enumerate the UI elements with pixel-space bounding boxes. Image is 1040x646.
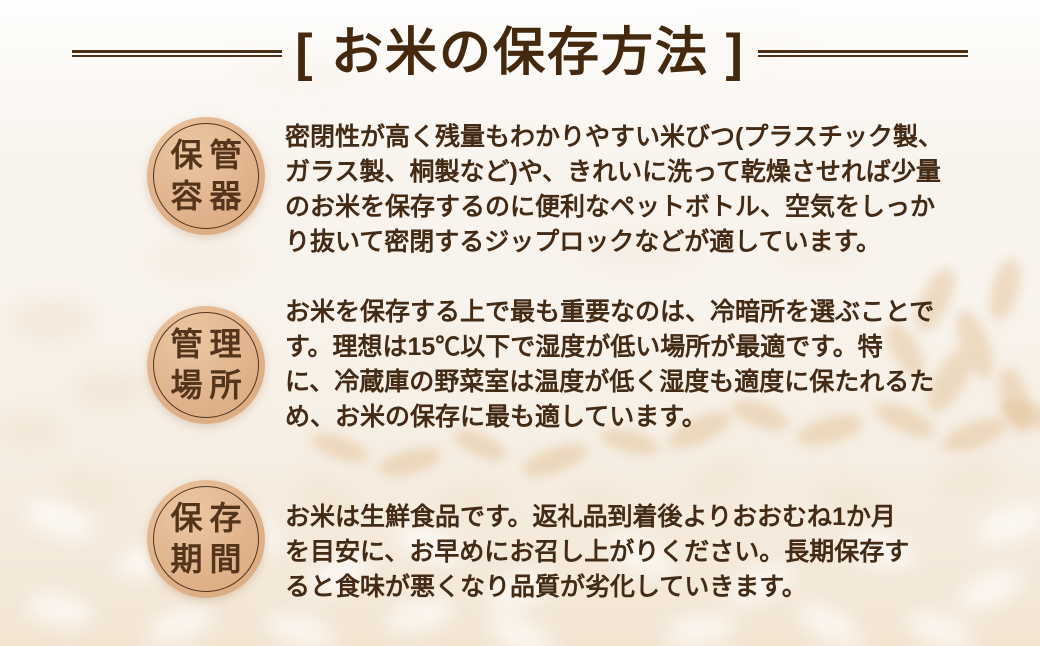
storage-container-badge-label: 保管 容器 xyxy=(170,137,249,214)
header: [ お米の保存方法 ] xyxy=(0,24,1040,82)
section-storage-container: 保管 容器 密閉性が高く残量もわかりやすい米びつ(プラスチック製、 ガラス製、桐… xyxy=(147,117,975,260)
page-title: [ お米の保存方法 ] xyxy=(295,24,745,82)
section-storage-place: 管理 場所 お米を保存する上で最も重要なのは、冷暗所を選ぶことで す。理想は15… xyxy=(147,298,975,435)
section-storage-period: 保存 期間 お米は生鮮食品です。返礼品到着後よりおおむね1か月 を目安に、お早め… xyxy=(147,480,975,605)
title-left-rule xyxy=(72,49,283,57)
storage-place-badge: 管理 場所 xyxy=(147,306,265,424)
title-right-rule xyxy=(757,49,968,57)
storage-place-text: お米を保存する上で最も重要なのは、冷暗所を選ぶことで す。理想は15℃以下で湿度… xyxy=(285,298,935,431)
storage-period-text: お米は生鮮食品です。返礼品到着後よりおおむね1か月 を目安に、お早めにお召し上が… xyxy=(285,503,910,601)
storage-place-badge-label: 管理 場所 xyxy=(170,326,249,403)
storage-period-badge-label: 保存 期間 xyxy=(170,500,249,577)
storage-container-text: 密閉性が高く残量もわかりやすい米びつ(プラスチック製、 ガラス製、桐製など)や、… xyxy=(285,123,943,256)
storage-container-badge: 保管 容器 xyxy=(147,117,265,235)
storage-period-badge: 保存 期間 xyxy=(147,480,265,598)
